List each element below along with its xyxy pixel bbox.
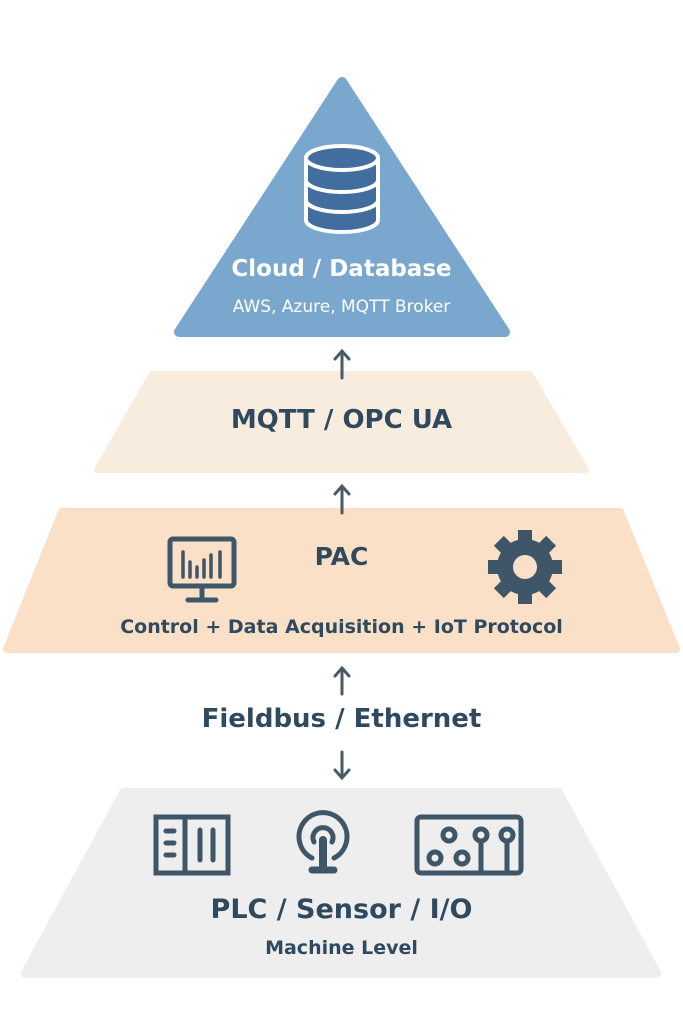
pac-subtitle: Control + Data Acquisition + IoT Protoco… [120,616,563,638]
protocol-title: MQTT / OPC UA [230,405,453,435]
arrow-up-icon [333,483,351,515]
connection-label: Fieldbus / Ethernet [201,704,482,734]
arrow-up-icon [333,348,351,380]
monitor-chart-icon [167,536,237,603]
cloud-subtitle: AWS, Azure, MQTT Broker [232,297,451,317]
io-board-icon [414,814,524,876]
machine-subtitle: Machine Level [265,937,418,959]
plc-icon [153,814,231,876]
pac-title: PAC [314,542,369,571]
sensor-icon [296,810,350,874]
arrow-down-icon [333,750,351,781]
database-icon [304,144,380,234]
arrow-up-icon [333,665,351,696]
protocol-layer [94,371,589,473]
machine-title: PLC / Sensor / I/O [210,894,473,925]
cloud-title: Cloud / Database [231,256,452,282]
